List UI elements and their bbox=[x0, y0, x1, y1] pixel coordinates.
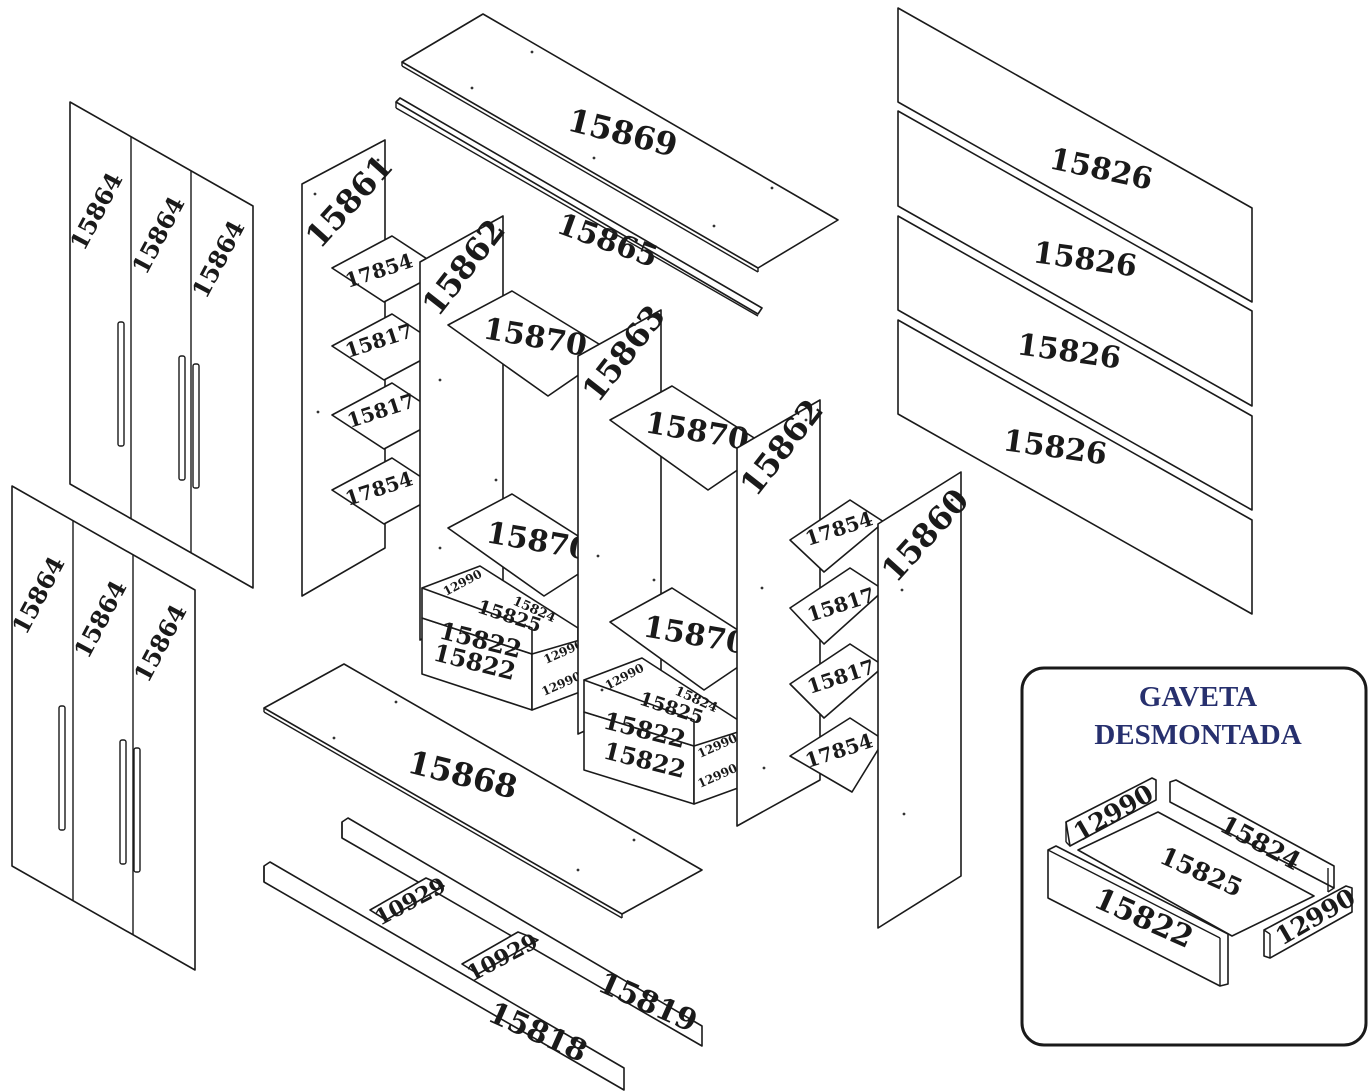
hole-dots bbox=[313, 50, 954, 872]
back-panels: 15826 15826 15826 15826 bbox=[897, 7, 1253, 615]
drawer-2: 12990 15824 15825 15822 12990 15822 1299… bbox=[583, 657, 739, 805]
base-cross-2-label: 10929 bbox=[463, 928, 543, 987]
drawer-detail-inset: GAVETA DESMONTADA 12990 15824 15825 1582… bbox=[1020, 666, 1368, 1047]
handle-icon bbox=[119, 739, 127, 865]
door-set-upper: 15864 15864 15864 bbox=[64, 101, 254, 589]
bottom-panel-group: 15868 bbox=[263, 663, 703, 919]
handle-icon bbox=[133, 747, 141, 873]
right-side-group: 17854 15817 15817 17854 15860 bbox=[789, 471, 976, 929]
inset-title-line-1: GAVETA bbox=[1139, 681, 1257, 713]
door-set-lower: 15864 15864 15864 bbox=[6, 485, 196, 971]
drawer-1: 12990 15824 15825 15822 12990 15822 1299… bbox=[421, 565, 585, 711]
handle-icon bbox=[117, 321, 125, 447]
base-front-label: 15818 bbox=[483, 995, 593, 1069]
base-cross-1-label: 10929 bbox=[371, 872, 451, 931]
handle-icon bbox=[192, 363, 200, 489]
inset-title-line-2: DESMONTADA bbox=[1094, 719, 1301, 751]
handle-icon bbox=[58, 705, 66, 831]
top-rail-label: 15865 bbox=[552, 207, 662, 276]
handle-icon bbox=[178, 355, 186, 481]
base-back-label: 15819 bbox=[593, 965, 703, 1039]
left-side-group: 15861 17854 15817 15817 17854 bbox=[298, 139, 445, 597]
top-panel-group: 15869 15865 bbox=[395, 13, 839, 317]
